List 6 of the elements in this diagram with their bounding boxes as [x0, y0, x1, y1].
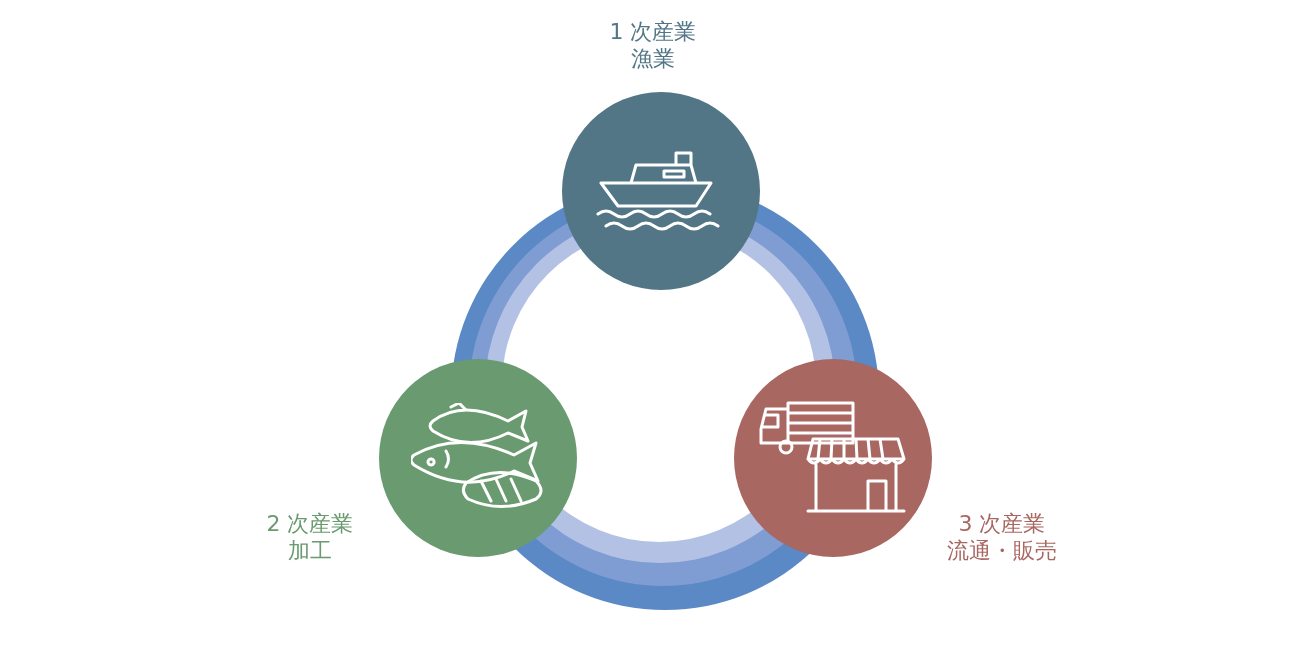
sector-name: 漁業 [631, 45, 675, 72]
sector-name: 流通・販売 [947, 537, 1057, 564]
sector-heading: 1 次産業 [609, 18, 697, 45]
sector-heading: 2 次産業 [266, 510, 354, 537]
sector-name: 加工 [288, 537, 332, 564]
sector-heading: 3 次産業 [958, 510, 1046, 537]
